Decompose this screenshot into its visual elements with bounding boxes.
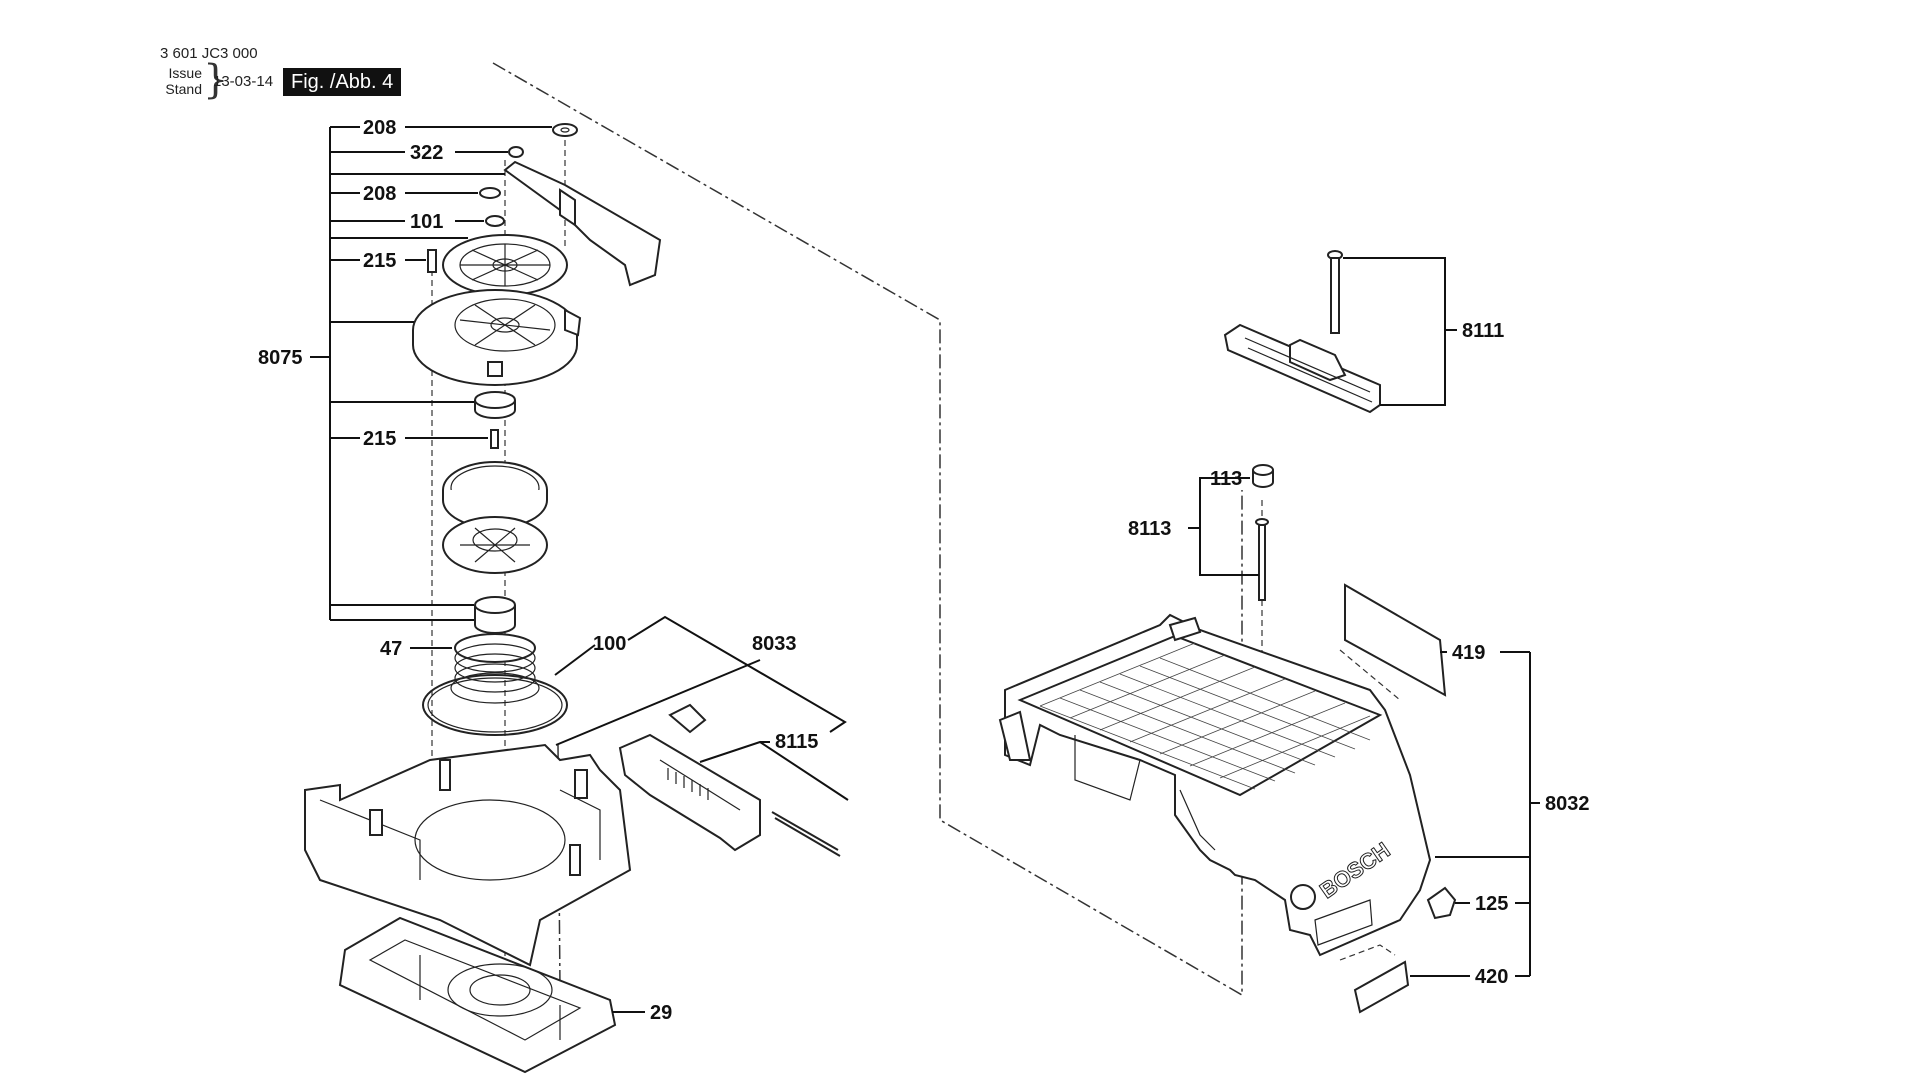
screw-215-top <box>427 249 437 273</box>
right-housing-assembly: BOSCH <box>998 250 1457 1014</box>
fan-disc <box>442 234 568 296</box>
issue-label: Issue Stand <box>160 65 202 97</box>
cap-113 <box>1252 464 1274 488</box>
issue-label-de: Stand <box>165 81 202 97</box>
switch-assembly-8115 <box>618 703 841 857</box>
label-8113: 8113 <box>1128 518 1171 540</box>
screw-8111 <box>1327 250 1343 334</box>
leader-lines <box>310 126 1540 1013</box>
label-419 <box>1344 583 1447 697</box>
lower-housing <box>304 743 632 967</box>
base-plate-29 <box>338 916 617 1074</box>
label-47: 47 <box>380 638 402 660</box>
issue-label-en: Issue <box>168 65 202 81</box>
washer-208-top <box>552 123 578 137</box>
label-8075: 8075 <box>258 347 303 369</box>
label-215-top: 215 <box>363 250 396 272</box>
label-113: 113 <box>1210 468 1242 490</box>
label-208-top: 208 <box>363 117 396 139</box>
nut-322 <box>508 146 524 158</box>
label-322: 322 <box>410 142 443 164</box>
document-number: 3 601 JC3 000 <box>160 45 258 62</box>
label-8111: 8111 <box>1462 320 1504 342</box>
cap <box>474 596 516 634</box>
label-420 <box>1353 960 1410 1014</box>
washer-208-mid <box>479 187 501 199</box>
o-ring-100 <box>422 674 568 736</box>
issue-brace: } <box>203 57 229 103</box>
fan-housing <box>412 289 582 386</box>
label-100: 100 <box>593 633 626 655</box>
issue-date: 13-03-14 <box>213 73 274 90</box>
clip-125 <box>1426 886 1457 920</box>
damper <box>474 391 516 419</box>
figure-label: Fig. /Abb. 4 <box>283 68 402 96</box>
part-labels: 208 322 208 101 215 8075 215 47 100 8033… <box>258 117 1590 1024</box>
label-419: 419 <box>1452 642 1485 664</box>
label-29: 29 <box>650 1002 672 1024</box>
label-420: 420 <box>1475 966 1508 988</box>
label-125: 125 <box>1475 893 1508 915</box>
label-101: 101 <box>410 211 443 233</box>
label-208-mid: 208 <box>363 183 396 205</box>
label-8115: 8115 <box>775 731 818 753</box>
label-215-low: 215 <box>363 428 396 450</box>
bearing-ring <box>442 461 548 529</box>
label-8032: 8032 <box>1545 793 1590 815</box>
main-housing-8032: BOSCH <box>998 613 1432 957</box>
screw-215-low <box>490 429 499 449</box>
flange <box>442 516 548 574</box>
handle-grip <box>1223 323 1381 414</box>
label-8033: 8033 <box>752 633 797 655</box>
spring-47 <box>450 633 540 704</box>
housing-grid <box>1039 642 1371 790</box>
left-motor-assembly <box>304 123 662 1074</box>
screw-8113 <box>1255 518 1269 601</box>
ring-101 <box>485 215 505 227</box>
